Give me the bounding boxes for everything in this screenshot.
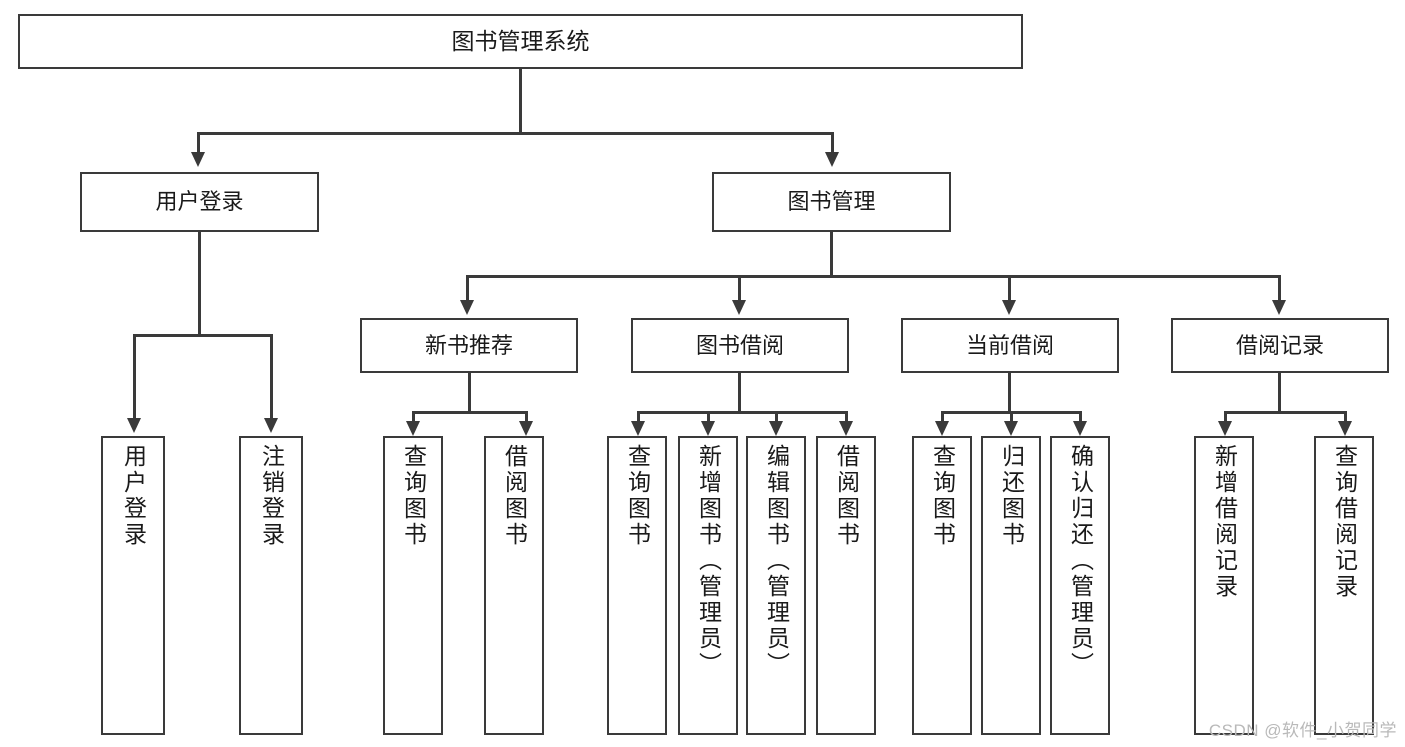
node-leaf-query-book-new-recommend[interactable]: 查询图书 xyxy=(383,436,443,735)
node-label: 用户登录 xyxy=(120,444,147,548)
arrowhead-leaf-return-book xyxy=(1004,421,1018,436)
connector-drop-leaf-query-book-3 xyxy=(941,411,944,423)
connector-drop-leaf-confirm-return xyxy=(1079,411,1082,423)
connector-drop-user-login xyxy=(197,132,200,154)
node-root-book-management-system[interactable]: 图书管理系统 xyxy=(18,14,1023,69)
node-leaf-add-borrow-record[interactable]: 新增借阅记录 xyxy=(1194,436,1254,735)
node-user-login[interactable]: 用户登录 xyxy=(80,172,319,232)
arrowhead-current-borrow xyxy=(1002,300,1016,315)
arrowhead-leaf-add-record xyxy=(1218,421,1232,436)
node-label: 图书管理 xyxy=(787,189,876,215)
arrowhead-leaf-user-logout xyxy=(264,418,278,433)
connector-borrow-record-bus xyxy=(1224,411,1346,414)
arrowhead-leaf-add-book xyxy=(701,421,715,436)
arrowhead-leaf-query-book-1 xyxy=(406,421,420,436)
node-label: 新增借阅记录 xyxy=(1211,444,1238,600)
connector-borrow-record-stem xyxy=(1278,373,1281,412)
arrowhead-user-login xyxy=(191,152,205,167)
connector-book-borrow-stem xyxy=(738,373,741,412)
node-label: 借阅图书 xyxy=(833,444,860,548)
node-label: 查询图书 xyxy=(624,444,651,548)
connector-drop-current-borrow xyxy=(1008,275,1011,302)
node-label: 注销登录 xyxy=(258,444,285,548)
connector-new-book-recommend-bus xyxy=(412,411,527,414)
connector-drop-leaf-user-logout xyxy=(270,334,273,420)
connector-new-book-recommend-stem xyxy=(468,373,471,412)
arrowhead-leaf-borrow-book-2 xyxy=(839,421,853,436)
node-label: 新书推荐 xyxy=(424,332,513,358)
node-leaf-query-borrow-record[interactable]: 查询借阅记录 xyxy=(1314,436,1374,735)
connector-drop-leaf-edit-book xyxy=(775,411,778,423)
connector-user-login-bus xyxy=(133,334,272,337)
arrowhead-leaf-confirm-return xyxy=(1073,421,1087,436)
connector-level2-bus xyxy=(466,275,1280,278)
connector-drop-leaf-user-login xyxy=(133,334,136,420)
node-book-manage[interactable]: 图书管理 xyxy=(712,172,951,232)
connector-drop-book-manage xyxy=(831,132,834,154)
arrowhead-leaf-query-book-3 xyxy=(935,421,949,436)
node-label: 图书借阅 xyxy=(695,332,784,358)
node-label: 确认归还（管理员） xyxy=(1067,444,1094,678)
connector-drop-leaf-query-book-1 xyxy=(412,411,415,423)
node-label: 借阅图书 xyxy=(501,444,528,548)
arrowhead-new-book-recommend xyxy=(460,300,474,315)
node-leaf-borrow-book-borrow[interactable]: 借阅图书 xyxy=(816,436,876,735)
node-book-borrow[interactable]: 图书借阅 xyxy=(631,318,849,373)
connector-level1-bus xyxy=(197,132,833,135)
connector-drop-leaf-return-book xyxy=(1010,411,1013,423)
node-leaf-query-book-current[interactable]: 查询图书 xyxy=(912,436,972,735)
node-leaf-edit-book-admin[interactable]: 编辑图书（管理员） xyxy=(746,436,806,735)
node-label: 新增图书（管理员） xyxy=(695,444,722,678)
node-borrow-record[interactable]: 借阅记录 xyxy=(1171,318,1389,373)
node-leaf-add-book-admin[interactable]: 新增图书（管理员） xyxy=(678,436,738,735)
node-label: 归还图书 xyxy=(998,444,1025,548)
node-label: 图书管理系统 xyxy=(451,28,590,55)
node-label: 用户登录 xyxy=(155,189,244,215)
node-leaf-return-book[interactable]: 归还图书 xyxy=(981,436,1041,735)
arrowhead-leaf-borrow-book-1 xyxy=(519,421,533,436)
node-leaf-user-login[interactable]: 用户登录 xyxy=(101,436,165,735)
arrowhead-book-borrow xyxy=(732,300,746,315)
node-label: 借阅记录 xyxy=(1235,332,1324,358)
connector-drop-leaf-borrow-book-2 xyxy=(845,411,848,423)
connector-drop-leaf-query-book-2 xyxy=(637,411,640,423)
connector-user-login-stem xyxy=(198,232,201,335)
connector-drop-new-book-recommend xyxy=(466,275,469,302)
connector-drop-borrow-record xyxy=(1278,275,1281,302)
node-new-book-recommend[interactable]: 新书推荐 xyxy=(360,318,578,373)
connector-drop-leaf-query-record xyxy=(1344,411,1347,423)
node-label: 查询图书 xyxy=(929,444,956,548)
node-leaf-borrow-book-new-recommend[interactable]: 借阅图书 xyxy=(484,436,544,735)
connector-drop-leaf-add-record xyxy=(1224,411,1227,423)
node-label: 查询借阅记录 xyxy=(1331,444,1358,600)
connector-book-borrow-bus xyxy=(637,411,847,414)
arrowhead-leaf-user-login xyxy=(127,418,141,433)
arrowhead-leaf-query-record xyxy=(1338,421,1352,436)
watermark-text: CSDN @软件_小贺同学 xyxy=(1208,721,1397,740)
arrowhead-book-manage xyxy=(825,152,839,167)
connector-drop-book-borrow xyxy=(738,275,741,302)
connector-root-stem xyxy=(519,69,522,133)
node-leaf-user-logout[interactable]: 注销登录 xyxy=(239,436,303,735)
node-current-borrow[interactable]: 当前借阅 xyxy=(901,318,1119,373)
arrowhead-leaf-query-book-2 xyxy=(631,421,645,436)
connector-current-borrow-stem xyxy=(1008,373,1011,412)
node-leaf-confirm-return-admin[interactable]: 确认归还（管理员） xyxy=(1050,436,1110,735)
connector-book-manage-stem xyxy=(830,232,833,276)
arrowhead-borrow-record xyxy=(1272,300,1286,315)
node-label: 编辑图书（管理员） xyxy=(763,444,790,678)
node-label: 当前借阅 xyxy=(965,332,1054,358)
connector-drop-leaf-add-book xyxy=(707,411,710,423)
node-leaf-query-book-borrow[interactable]: 查询图书 xyxy=(607,436,667,735)
connector-drop-leaf-borrow-book-1 xyxy=(525,411,528,423)
node-label: 查询图书 xyxy=(400,444,427,548)
arrowhead-leaf-edit-book xyxy=(769,421,783,436)
